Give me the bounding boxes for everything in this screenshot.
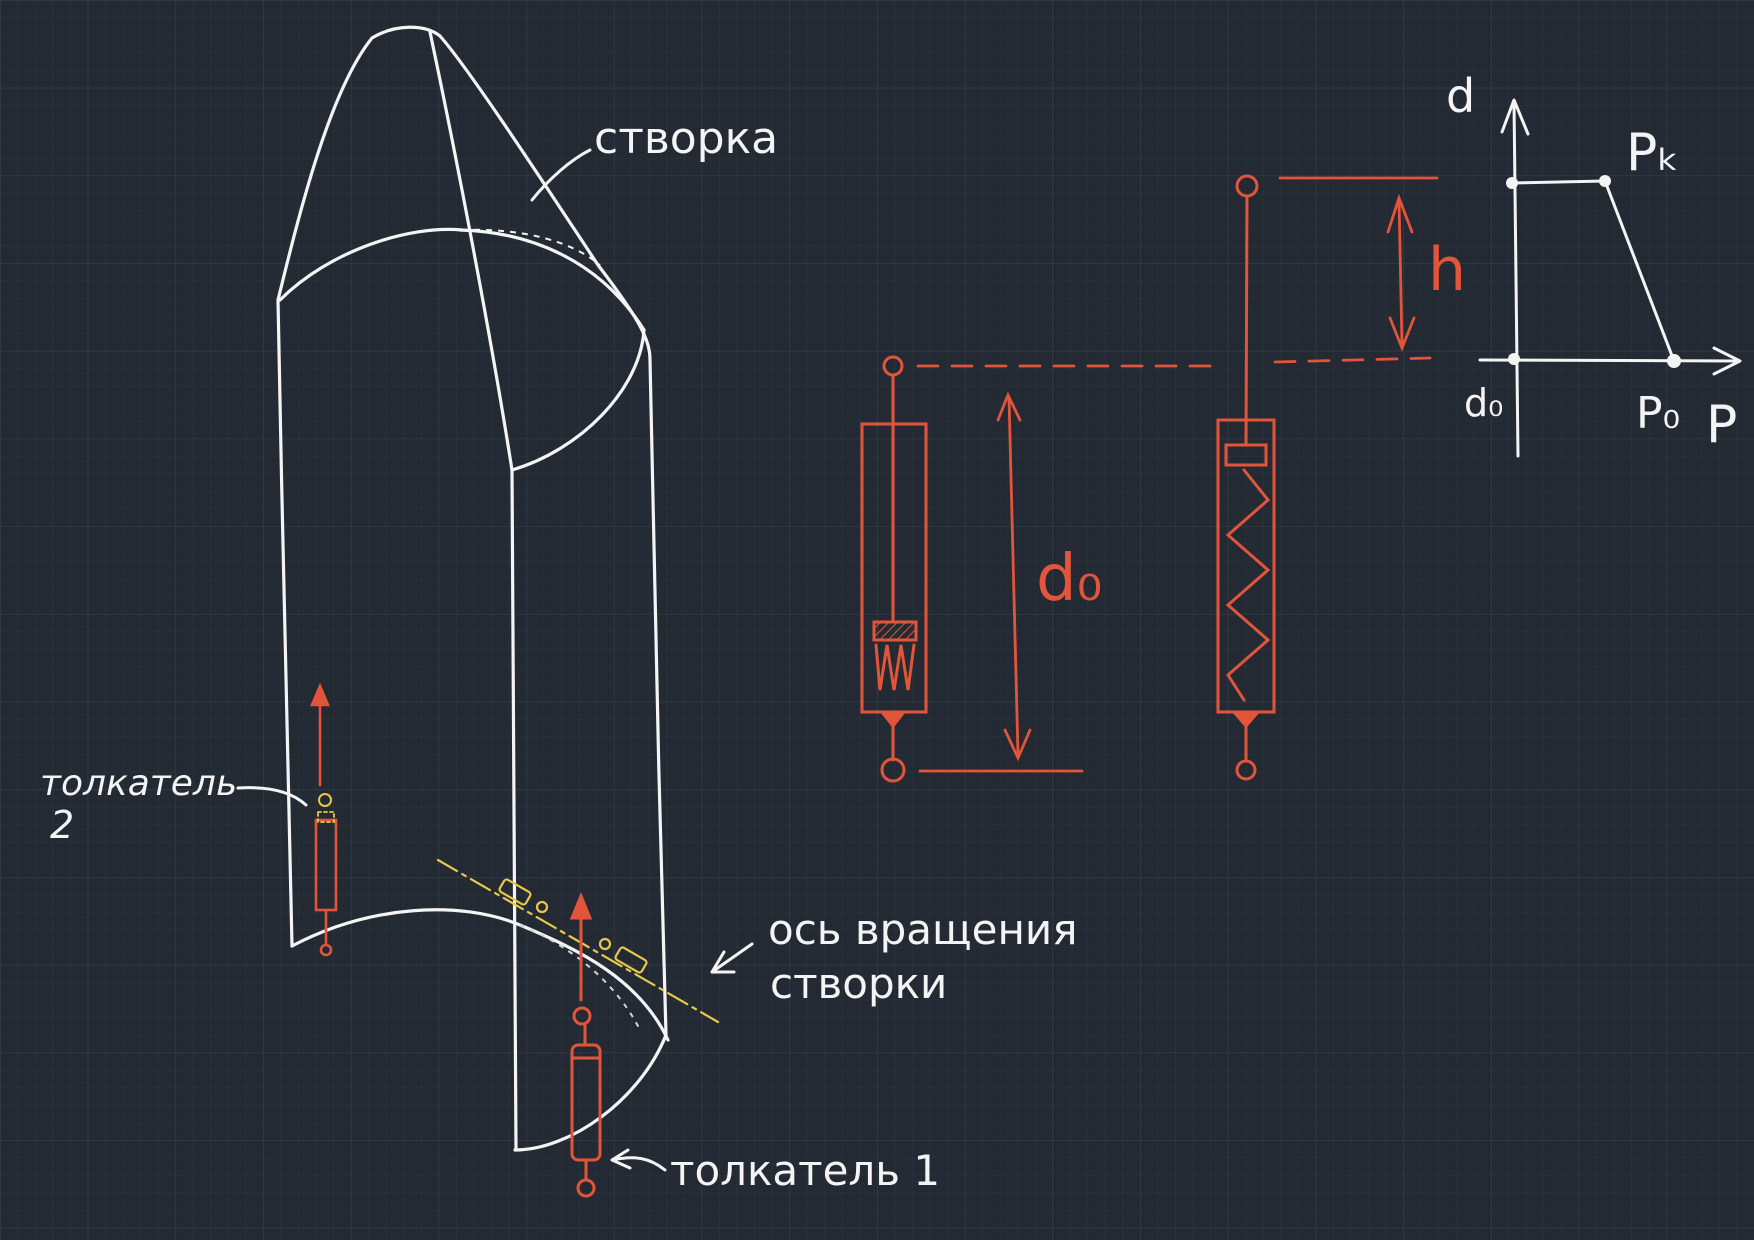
rotation-axis <box>436 858 720 1024</box>
graph-x-axis <box>1478 358 1740 363</box>
point-pk <box>1599 175 1611 187</box>
pusher-1-leader <box>610 1148 667 1172</box>
dimension-d0 <box>918 391 1084 773</box>
rotation-axis-leader <box>710 942 754 974</box>
point-d-top <box>1506 177 1518 189</box>
label-rotation-axis-line2: створки <box>770 959 947 1008</box>
label-flap: створка <box>594 113 778 164</box>
graph-points <box>1506 175 1681 368</box>
pusher-2-leader <box>236 786 308 807</box>
graph-label-x-origin: P₀ <box>1636 388 1680 439</box>
graph-label-y: d <box>1446 69 1475 123</box>
point-origin <box>1508 353 1520 365</box>
label-d0-dimension: d₀ <box>1036 542 1102 616</box>
cylinder-compressed <box>860 355 928 783</box>
label-pusher-1: толкатель 1 <box>670 1146 940 1195</box>
label-rotation-axis-line1: ось вращения <box>768 905 1077 954</box>
cylinder-extended <box>1216 174 1276 781</box>
graph-label-y-origin: d₀ <box>1464 381 1503 425</box>
point-p0 <box>1667 354 1681 368</box>
graph-label-peak: Pₖ <box>1626 123 1680 183</box>
label-pusher-2-line1: толкатель <box>40 763 237 804</box>
label-h: h <box>1428 235 1466 305</box>
dimension-h <box>1278 176 1439 352</box>
pusher-2 <box>310 682 338 957</box>
graph-y-axis <box>1512 100 1520 458</box>
pusher-1 <box>569 892 602 1198</box>
flap-sketch <box>276 25 670 1152</box>
flap-hidden-arc <box>519 924 641 1031</box>
label-pusher-2-line2: 2 <box>50 803 74 847</box>
flap-leader-line <box>530 148 592 202</box>
graph-label-x: P <box>1706 395 1737 455</box>
reference-dashed-line <box>916 356 1432 368</box>
